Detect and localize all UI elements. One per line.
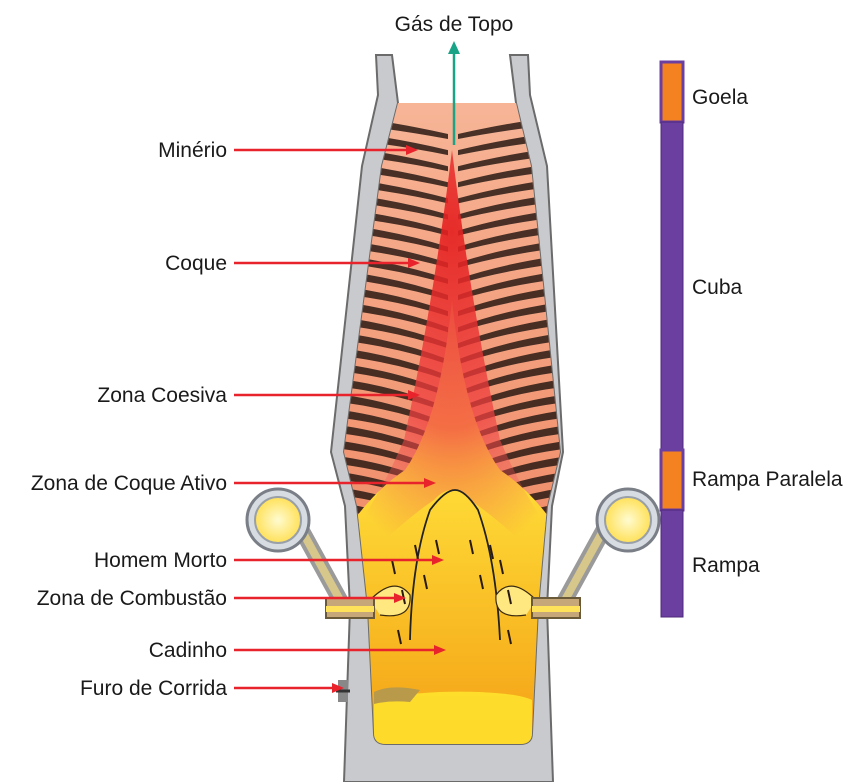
scale-goela — [661, 62, 683, 122]
label-minerio: Minério — [158, 139, 227, 162]
tap-hole — [336, 680, 350, 702]
zone-scale-bar — [661, 62, 683, 617]
scale-rampa — [661, 510, 683, 617]
label-coque: Coque — [165, 252, 227, 275]
left-callouts: Minério Coque Zona Coesiva Zona de Coque… — [31, 139, 227, 700]
top-gas-label: Gás de Topo — [395, 13, 514, 36]
label-homem-morto: Homem Morto — [94, 549, 227, 572]
scale-cuba — [661, 122, 683, 450]
label-zona-coesiva: Zona Coesiva — [97, 384, 227, 407]
label-zona-combustao: Zona de Combustão — [37, 587, 227, 610]
label-goela: Goela — [692, 86, 748, 109]
label-cadinho: Cadinho — [149, 639, 227, 662]
label-zona-coque-ativo: Zona de Coque Ativo — [31, 472, 227, 495]
scale-rampa-paralela — [661, 450, 683, 510]
label-rampa-paralela: Rampa Paralela — [692, 468, 843, 491]
label-furo-corrida: Furo de Corrida — [80, 677, 227, 700]
label-cuba: Cuba — [692, 276, 743, 299]
label-rampa: Rampa — [692, 554, 760, 577]
